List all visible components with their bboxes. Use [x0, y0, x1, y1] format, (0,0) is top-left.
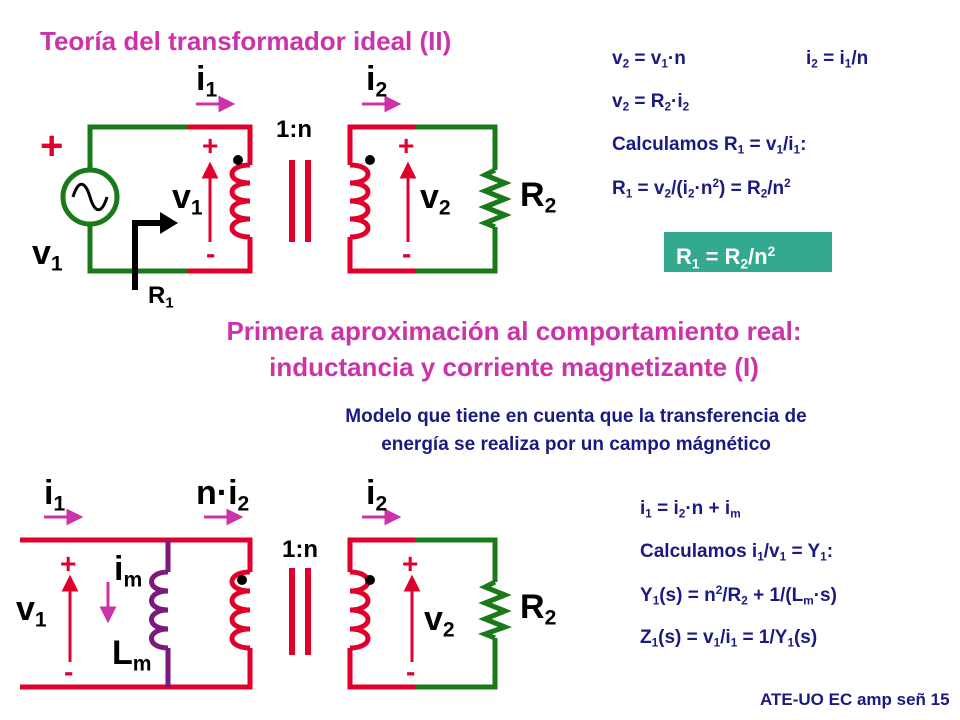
result-box: R1 = R2/n2: [664, 232, 832, 272]
c2-r2-label: R2: [520, 588, 557, 630]
turns-ratio-label: 1:n: [276, 116, 312, 143]
i1-label: i1: [196, 60, 218, 102]
voltage-arrows-c2: [61, 574, 421, 662]
c2-lm-label: Lm: [112, 634, 152, 676]
ac-source-icon: [60, 167, 120, 227]
sine-wave-icon: [71, 182, 109, 212]
eq-v2-v1n: v2 = v1·n: [612, 48, 686, 71]
eq-i1-sum: i1 = i2·n + im: [640, 498, 741, 521]
secondary-coil-2-icon: [349, 569, 371, 651]
r1-arrow-head: [160, 212, 178, 234]
eq-v2-r2i2: v2 = R2·i2: [612, 91, 690, 114]
c2-i2-label: i2: [366, 474, 388, 516]
polarity-dot-primary-2: [237, 575, 247, 585]
v2-label: v2: [420, 178, 451, 220]
eq-z1-s: Z1(s) = v1/i1 = 1/Y1(s): [640, 627, 818, 650]
v1-label: v1: [172, 178, 203, 220]
c2-v2-label: v2: [424, 600, 455, 642]
polarity-dot-secondary-2: [365, 575, 375, 585]
current-arrows-c1: [196, 95, 402, 113]
resistor-r2-icon: [478, 167, 512, 230]
magnetizing-inductor-icon: [149, 569, 169, 651]
voltage-arrows-c1: [201, 161, 417, 242]
source-plus-sign: +: [40, 124, 64, 168]
c2-turns-ratio-label: 1:n: [282, 536, 318, 563]
v2-minus-sign: -: [402, 238, 412, 269]
c2-v1-minus-sign: -: [64, 656, 74, 687]
description-line2: energía se realiza por un campo mágnétic…: [381, 434, 771, 455]
i2-label: i2: [366, 60, 388, 102]
eq-i2-i1n: i2 = i1/n: [806, 48, 869, 71]
c2-v2-plus-sign: +: [402, 548, 419, 579]
c2-im-label: im: [114, 550, 143, 592]
description-line1: Modelo que tiene en cuenta que la transf…: [345, 406, 807, 427]
polarity-dot-primary: [233, 155, 243, 165]
r1-label: R1: [148, 282, 174, 312]
primary-coil-2-icon: [229, 569, 251, 651]
eq-calc-y1: Calculamos i1/v1 = Y1:: [640, 541, 834, 564]
v1-plus-sign: +: [202, 130, 219, 161]
resistor-r2-2-icon: [477, 579, 513, 641]
c2-v2-minus-sign: -: [406, 656, 416, 687]
c2-v1-plus-sign: +: [60, 548, 77, 579]
circuit1-wires: [87, 124, 498, 274]
eq-r1-derivation: R1 = v2/(i2·n2) = R2/n2: [612, 177, 791, 201]
primary-coil-icon: [229, 162, 251, 240]
footer-slide-id: ATE-UO EC amp señ 15: [760, 690, 950, 709]
current-arrows-c2: [44, 508, 402, 624]
circuit2-wires: [20, 537, 498, 690]
eq-y1-s: Y1(s) = n2/R2 + 1/(Lm·s): [640, 584, 837, 608]
section-heading-line2: inductancia y corriente magnetizante (I): [269, 352, 759, 382]
secondary-coil-icon: [349, 162, 371, 240]
v2-plus-sign: +: [398, 130, 415, 161]
c2-i1-label: i1: [44, 474, 66, 516]
eq-calc-r1: Calculamos R1 = v1/i1:: [612, 134, 807, 157]
c2-ni2-label: n·i2: [196, 474, 250, 516]
page-title: Teoría del transformador ideal (II): [40, 26, 452, 56]
r2-label: R2: [520, 176, 557, 218]
c2-v1-label: v1: [16, 590, 47, 632]
v1-minus-sign: -: [206, 238, 216, 269]
polarity-dot-secondary: [365, 155, 375, 165]
section-heading-line1: Primera aproximación al comportamiento r…: [226, 316, 802, 346]
r1-input-arrow: [132, 220, 162, 290]
source-v1-label: v1: [32, 234, 63, 276]
